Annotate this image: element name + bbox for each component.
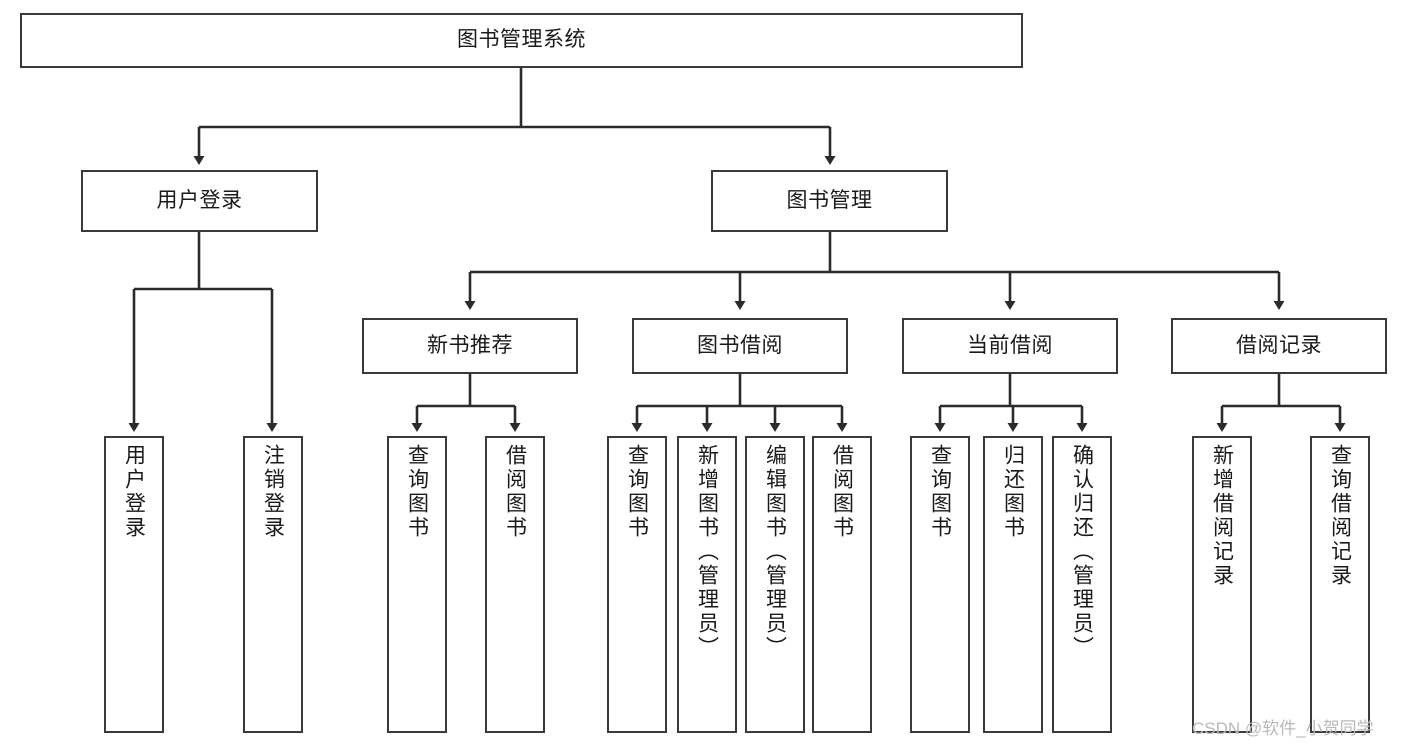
node-label: 用户登录 <box>156 188 243 212</box>
node-label: 归还图书 <box>1001 444 1025 540</box>
node-label: 查询图书 <box>625 444 649 540</box>
node-label: 新书推荐 <box>427 333 513 357</box>
node-label: 查询图书 <box>928 444 952 540</box>
node-label: 借阅图书 <box>830 444 854 540</box>
node-leaf-query-record[interactable]: 查询借阅记录 <box>1310 436 1370 733</box>
node-label: 借阅图书 <box>503 444 527 540</box>
node-label: 借阅记录 <box>1236 333 1322 357</box>
node-label: 新增借阅记录 <box>1210 444 1234 588</box>
node-user-login[interactable]: 用户登录 <box>81 170 318 232</box>
node-leaf-borrow-book-2[interactable]: 借阅图书 <box>812 436 872 733</box>
node-label: 确认归还（管理员） <box>1070 444 1094 660</box>
node-leaf-add-record[interactable]: 新增借阅记录 <box>1192 436 1252 733</box>
node-label: 查询借阅记录 <box>1328 444 1352 588</box>
node-root[interactable]: 图书管理系统 <box>20 13 1023 68</box>
node-label: 用户登录 <box>122 444 146 540</box>
node-book-borrow[interactable]: 图书借阅 <box>632 318 848 374</box>
node-leaf-edit-book[interactable]: 编辑图书（管理员） <box>745 436 805 733</box>
node-label: 当前借阅 <box>967 333 1053 357</box>
node-leaf-add-book[interactable]: 新增图书（管理员） <box>677 436 737 733</box>
node-new-book-rec[interactable]: 新书推荐 <box>362 318 578 374</box>
node-current-borrow[interactable]: 当前借阅 <box>902 318 1118 374</box>
node-leaf-logout[interactable]: 注销登录 <box>243 436 303 733</box>
node-label: 查询图书 <box>405 444 429 540</box>
node-label: 编辑图书（管理员） <box>763 444 787 660</box>
node-leaf-confirm-return[interactable]: 确认归还（管理员） <box>1052 436 1112 733</box>
node-leaf-return-book[interactable]: 归还图书 <box>983 436 1043 733</box>
node-label: 图书借阅 <box>697 333 783 357</box>
node-leaf-borrow-book-1[interactable]: 借阅图书 <box>485 436 545 733</box>
node-leaf-user-login[interactable]: 用户登录 <box>104 436 164 733</box>
node-leaf-query-book-1[interactable]: 查询图书 <box>387 436 447 733</box>
node-leaf-query-book-3[interactable]: 查询图书 <box>910 436 970 733</box>
node-label: 新增图书（管理员） <box>695 444 719 660</box>
node-label: 注销登录 <box>261 444 285 540</box>
node-label: 图书管理系统 <box>457 28 586 52</box>
node-label: 图书管理 <box>786 188 873 212</box>
node-book-mgmt[interactable]: 图书管理 <box>711 170 948 232</box>
node-borrow-record[interactable]: 借阅记录 <box>1171 318 1387 374</box>
csdn-watermark: CSDN @软件_小贺同学 <box>1192 719 1374 738</box>
node-leaf-query-book-2[interactable]: 查询图书 <box>607 436 667 733</box>
